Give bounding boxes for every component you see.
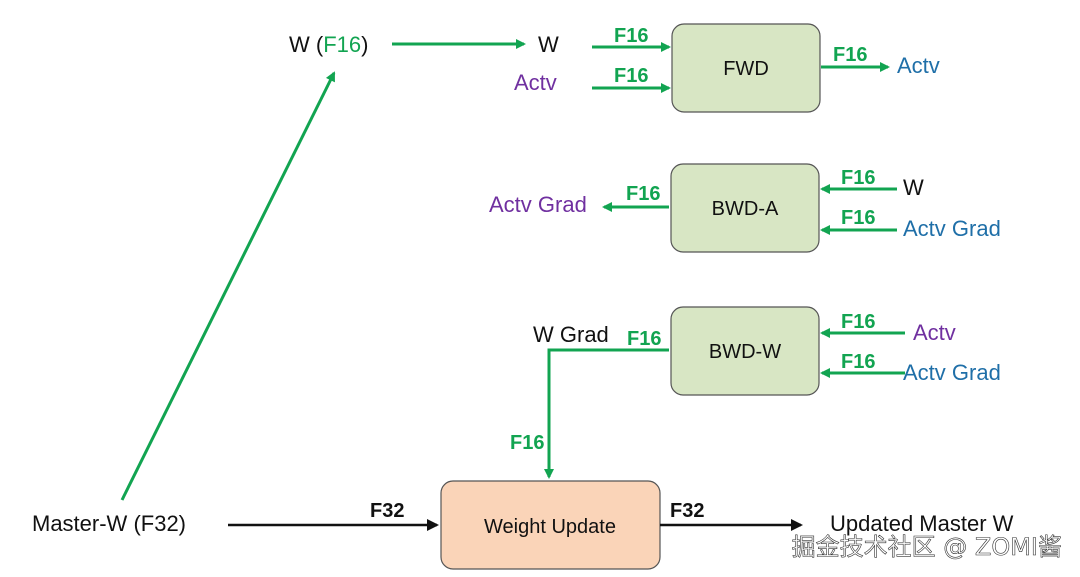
tag-fwd-in-w: F16 (614, 25, 648, 47)
label-bwd-a-actv-grad: Actv Grad (903, 216, 1001, 241)
tag-bwd-w-in-grad: F16 (841, 351, 875, 373)
label-updated-master-w: Updated Master W (830, 511, 1014, 536)
bwd-w-box: BWD-W (670, 306, 820, 396)
label-w-f16-mid: F16 (323, 32, 361, 57)
tag-update-in: F32 (370, 500, 404, 522)
tag-fwd-out: F16 (833, 44, 867, 66)
label-actv: Actv (514, 70, 557, 95)
label-master-w: Master-W (F32) (32, 511, 186, 536)
label-w-f16: W (F16) (289, 32, 368, 57)
label-bwd-a-w: W (903, 175, 924, 200)
tag-bwd-w-in-actv: F16 (841, 311, 875, 333)
fwd-box: FWD (671, 23, 821, 113)
arrow-master-to-w16 (120, 71, 336, 501)
label-actv-out: Actv (897, 53, 940, 78)
tag-bwd-a-out: F16 (626, 183, 660, 205)
bwd-a-box-label: BWD-A (712, 198, 779, 220)
label-bwd-w-actv: Actv (913, 320, 956, 345)
label-w: W (538, 32, 559, 57)
arrow-w-grad-to-update (544, 348, 669, 479)
label-w-f16-prefix: W ( (289, 32, 324, 57)
bwd-a-box: BWD-A (670, 163, 820, 253)
tag-update-out: F32 (670, 500, 704, 522)
label-w-grad: W Grad (533, 322, 609, 347)
tag-fwd-in-actv: F16 (614, 65, 648, 87)
tag-bwd-w-out: F16 (627, 328, 661, 350)
label-actv-grad-out: Actv Grad (489, 192, 587, 217)
bwd-w-box-label: BWD-W (709, 341, 781, 363)
fwd-box-label: FWD (723, 58, 769, 80)
label-w-f16-suffix: ) (361, 32, 368, 57)
tag-bwd-a-in-grad: F16 (841, 207, 875, 229)
label-bwd-w-actv-grad: Actv Grad (903, 360, 1001, 385)
watermark: 掘金技术社区 @ ZOMI酱 (792, 533, 1062, 561)
tag-bwd-a-in-w: F16 (841, 167, 875, 189)
tag-grad-down: F16 (510, 432, 544, 454)
weight-update-box: Weight Update (440, 480, 661, 570)
weight-update-box-label: Weight Update (484, 516, 616, 538)
